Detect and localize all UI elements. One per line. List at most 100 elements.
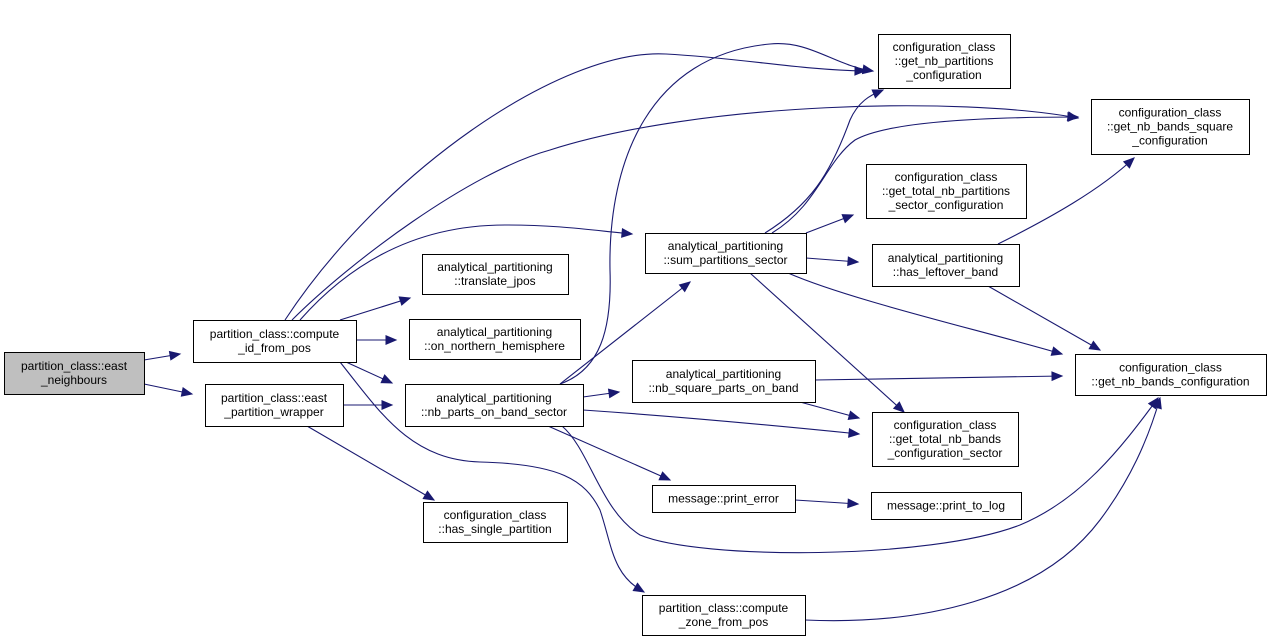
node-box [423,502,568,543]
edge-n8-n15 [582,409,861,438]
edge-line [749,272,905,413]
node-label-line: message::print_error [668,492,779,506]
node-box [866,164,1027,219]
edge-n8-n13 [561,396,1159,554]
node-label-line: analytical_partitioning [666,367,781,381]
arrow-head-icon [847,498,860,509]
node-label-line: configuration_class [893,40,996,54]
node-n15[interactable]: configuration_class::get_total_nb_bands_… [872,412,1019,467]
arrow-head-icon [398,296,412,306]
node-n4[interactable]: configuration_class::get_nb_bands_square… [1091,99,1250,155]
node-box [871,492,1022,520]
node-label-line: configuration_class [1119,361,1222,375]
arrow-head-icon [848,428,861,438]
node-n1[interactable]: partition_class::compute_id_from_pos [193,320,357,363]
arrow-head-icon [381,400,394,410]
edge-line [764,89,884,234]
node-label-line: ::translate_jpos [454,274,535,288]
edge-n8-n14 [582,388,621,399]
node-n11[interactable]: configuration_class::get_total_nb_partit… [866,164,1027,219]
node-n9[interactable]: partition_class::compute_zone_from_pos [642,595,806,636]
edge-line [559,281,691,385]
edge-n5-n15 [749,272,905,413]
node-label-line: ::get_nb_bands_square [1107,120,1233,134]
arrow-head-icon [892,401,905,413]
arrow-head-icon [1122,157,1135,169]
arrow-head-icon [1152,396,1162,410]
node-n13[interactable]: configuration_class::get_nb_bands_config… [1075,354,1267,396]
node-label-line: configuration_class [1119,106,1222,120]
node-label-line: analytical_partitioning [437,260,552,274]
edge-n12-n4 [997,157,1135,245]
arrow-head-icon [1088,340,1102,351]
node-label-line: analytical_partitioning [437,325,552,339]
edge-n1-n7 [356,335,398,345]
arrow-head-icon [607,388,621,399]
node-n0[interactable]: partition_class::east_neighbours [4,352,145,395]
node-n3[interactable]: configuration_class::get_nb_partitions_c… [878,34,1011,89]
arrow-head-icon [422,490,436,501]
edge-n12-n13 [987,285,1102,351]
node-n8[interactable]: analytical_partitioning::nb_parts_on_ban… [405,384,584,427]
node-n14[interactable]: analytical_partitioning::nb_square_parts… [632,360,816,403]
edge-n5-n12 [805,256,860,267]
arrow-head-icon [678,281,692,293]
node-n6[interactable]: analytical_partitioning::translate_jpos [422,254,569,295]
node-box [632,360,816,403]
node-n10[interactable]: configuration_class::has_single_partitio… [423,502,568,543]
arrow-head-icon [632,582,646,593]
node-label-line: ::has_single_partition [438,522,551,536]
node-label-line: _configuration [905,68,981,82]
edge-n0-n1 [143,350,182,361]
node-label-line: ::get_nb_partitions [895,54,994,68]
edge-n8-n16 [547,425,672,481]
edge-n1-n6 [339,296,412,321]
node-box [1075,354,1267,396]
edge-n1-n3 [284,53,867,321]
node-label-line: configuration_class [444,508,547,522]
node-box [872,244,1020,287]
node-n5[interactable]: analytical_partitioning::sum_partitions_… [645,233,807,274]
arrow-head-icon [847,410,861,421]
arrow-head-icon [1051,371,1064,382]
node-box [405,384,584,427]
edge-line [787,272,1063,355]
node-label-line: ::sum_partitions_sector [663,253,787,267]
node-label-line: _neighbours [40,373,107,387]
arrow-head-icon [385,335,398,345]
edge-line [561,397,1159,554]
node-label-line: partition_class::compute [659,601,789,615]
node-n12[interactable]: analytical_partitioning::has_leftover_ba… [872,244,1020,287]
node-box [409,319,581,360]
edge-line [291,105,1079,321]
edge-n1-n9 [339,361,646,593]
edge-line [794,499,859,505]
edge-layer [143,43,1162,622]
edge-n9-n13 [804,396,1162,622]
node-label-line: analytical_partitioning [436,391,551,405]
edge-line [582,409,860,435]
edge-n1-n8 [345,361,394,384]
node-n16[interactable]: message::print_error [652,485,796,513]
arrow-head-icon [1067,112,1080,122]
node-label-line: analytical_partitioning [668,239,783,253]
node-label-line: ::get_total_nb_bands [889,432,1001,446]
node-box [878,34,1011,89]
edge-n5-n11 [805,214,855,234]
edge-n5-n4 [771,112,1080,234]
node-box [422,254,569,295]
node-label-line: _sector_configuration [888,198,1004,212]
node-label-line: partition_class::east [221,391,328,405]
node-box [205,384,344,427]
edge-n1-n5 [299,224,634,321]
arrow-head-icon [861,64,875,75]
arrow-head-icon [621,228,634,238]
node-n2[interactable]: partition_class::east_partition_wrapper [205,384,344,427]
arrow-head-icon [180,387,194,397]
edge-n8-n5 [559,281,692,385]
edge-n8-n3 [559,43,875,385]
node-n17[interactable]: message::print_to_log [871,492,1022,520]
node-n7[interactable]: analytical_partitioning::on_northern_hem… [409,319,581,360]
edge-line [284,53,866,321]
